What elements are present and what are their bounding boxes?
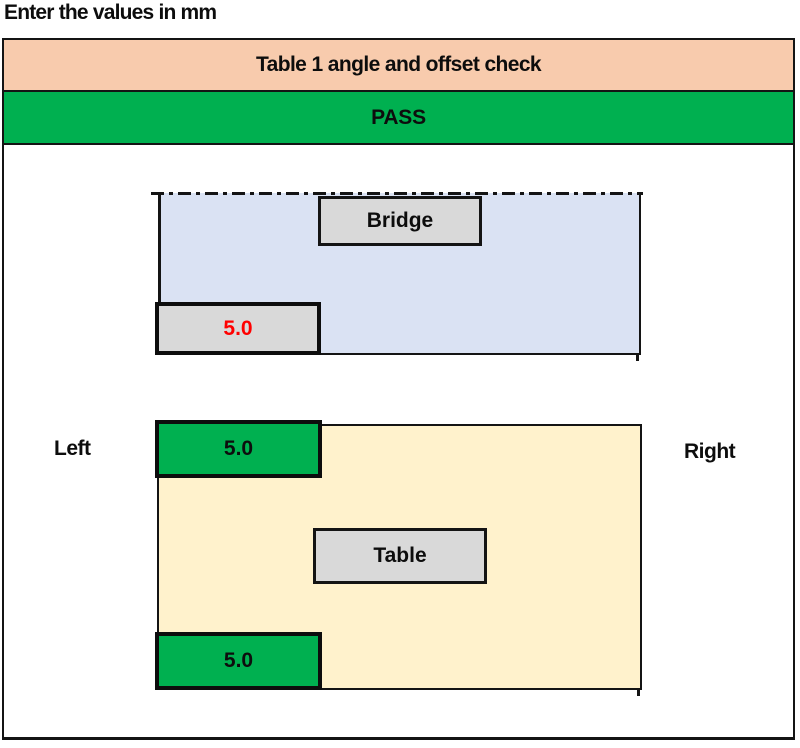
table-label-box: Table [313, 528, 487, 584]
bridge-corner-tick [636, 354, 639, 361]
table-offset-top-input-cell[interactable]: 5.0 [155, 420, 322, 478]
instruction-text: Enter the values in mm [4, 1, 217, 24]
bridge-reference-dash-line [151, 192, 643, 195]
table-offset-bottom-input-cell[interactable]: 5.0 [155, 632, 322, 690]
right-side-label: Right [684, 440, 736, 463]
left-side-label: Left [54, 437, 91, 460]
check-panel-frame: Table 1 angle and offset check PASS Brid… [2, 38, 795, 740]
check-title-bar: Table 1 angle and offset check [4, 40, 793, 92]
bridge-offset-input-cell[interactable]: 5.0 [155, 302, 321, 355]
status-bar: PASS [4, 92, 793, 145]
bridge-label-box: Bridge [318, 196, 482, 246]
table-corner-tick [637, 689, 640, 696]
